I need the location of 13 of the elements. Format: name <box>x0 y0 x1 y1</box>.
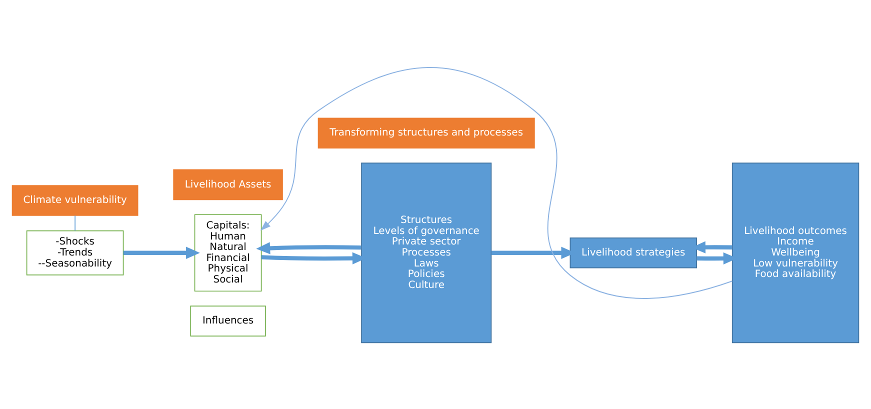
node-box: -Shocks -Trends --Seasonability <box>26 230 124 275</box>
node-box: Livelihood Assets <box>173 168 283 200</box>
connector <box>74 214 76 231</box>
node-box: Capitals: Human Natural Financial Physical Social <box>194 214 262 292</box>
arrow <box>256 242 362 254</box>
node-box: Influences <box>190 305 266 336</box>
node-box: Livelihood strategies <box>570 237 697 268</box>
node-box: Livelihood outcomes Income Wellbeing Low vulnerability Food availability <box>732 162 860 343</box>
node-box: Transforming structures and processes <box>318 117 535 148</box>
node-box: Climate vulnerability <box>12 184 138 216</box>
node-box: Structures Levels of governance Private sector Processes Laws Policies Culture <box>361 162 492 343</box>
arrow <box>123 246 200 258</box>
arrow <box>260 66 733 298</box>
